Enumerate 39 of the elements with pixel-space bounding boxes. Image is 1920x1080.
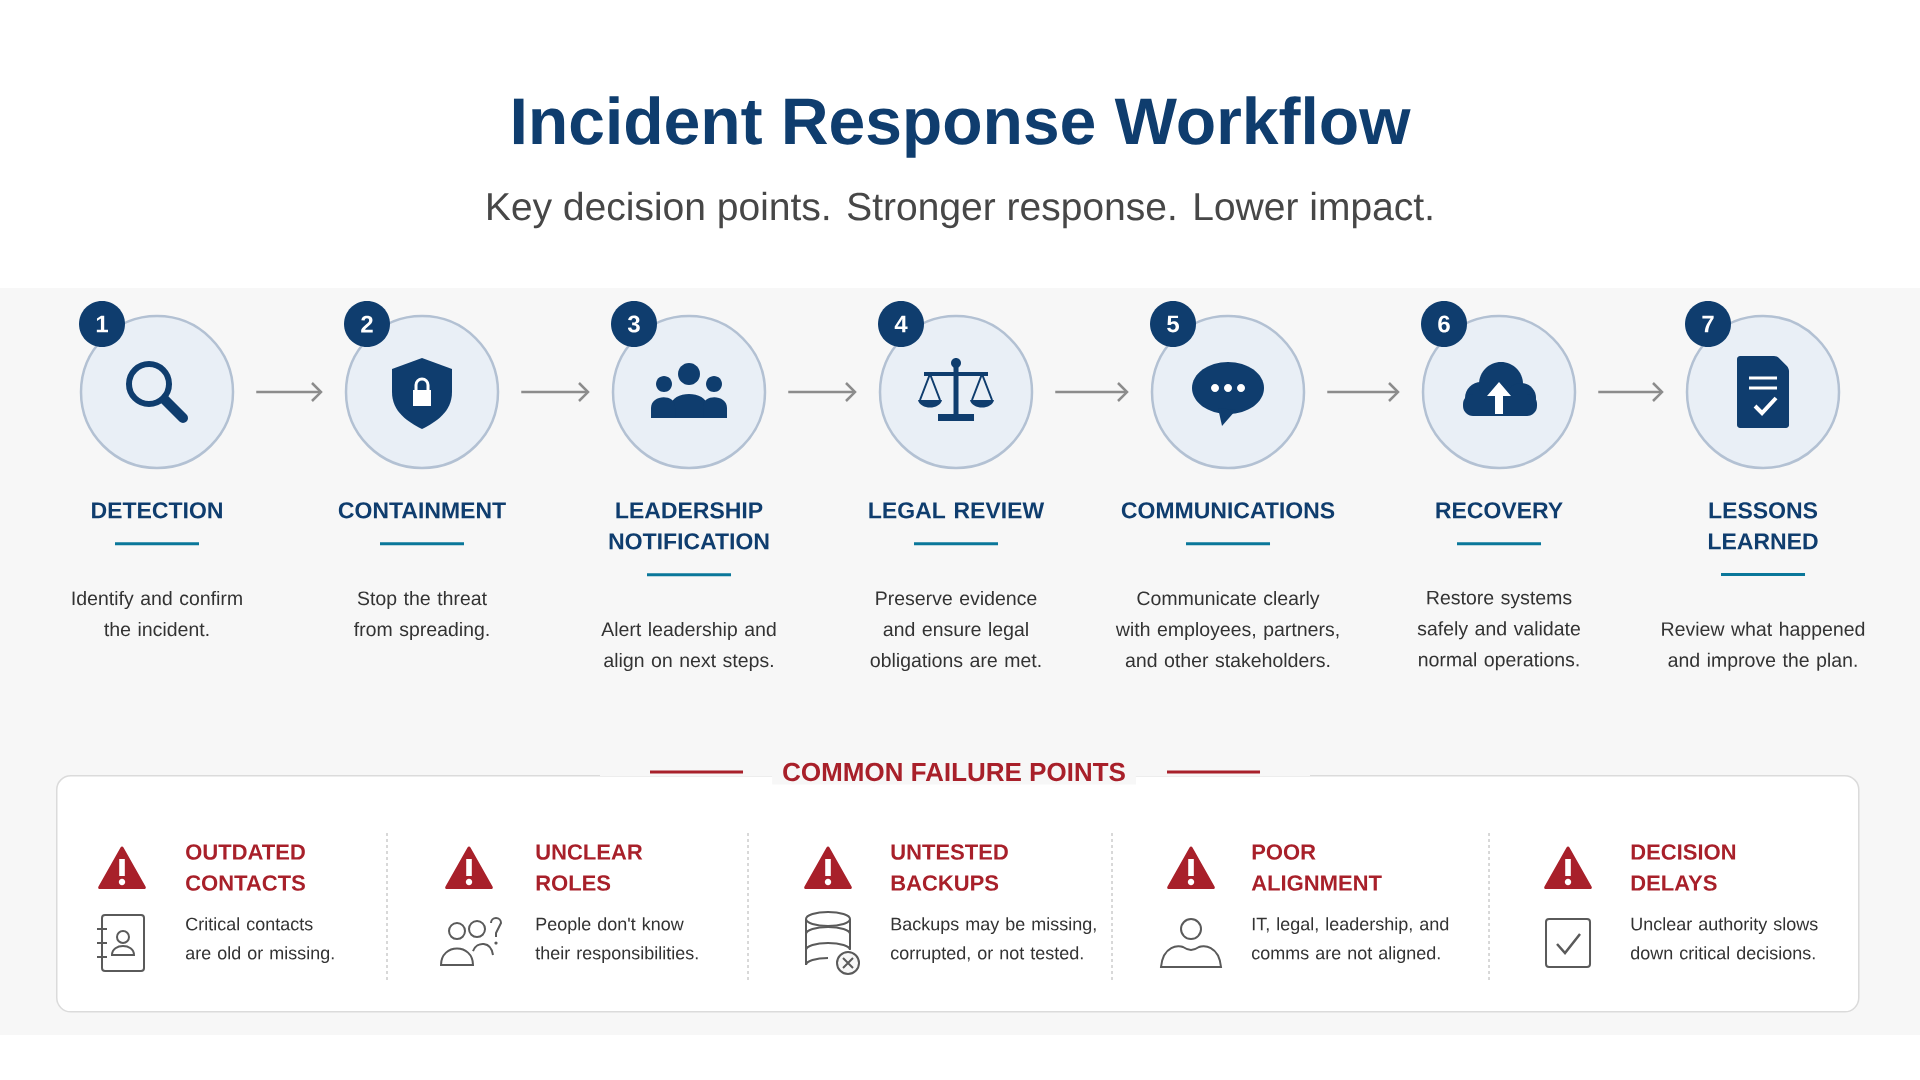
failure-description: Unclear authority slows down critical decisions. <box>1630 917 1818 960</box>
step-heading: LESSONS LEARNED <box>1708 502 1818 550</box>
failure-heading: DECISION DELAYS <box>1631 844 1736 891</box>
step-number-badge: 3 <box>611 301 657 347</box>
failure-heading: UNCLEAR ROLES <box>536 844 643 891</box>
step-number-badge: 4 <box>878 301 924 347</box>
step-number-badge: 2 <box>344 301 390 347</box>
arrow <box>256 382 323 402</box>
step-heading: LEGAL REVIEW <box>869 502 1045 519</box>
failure-heading: POOR ALIGNMENT <box>1251 844 1382 891</box>
step-number-badge: 7 <box>1685 301 1731 347</box>
step-number-badge: 5 <box>1150 301 1196 347</box>
step-description: Identify and confirm the incident. <box>72 590 242 637</box>
step-heading: CONTAINMENT <box>338 502 506 519</box>
arrow <box>1327 382 1400 402</box>
failure-heading: OUTDATED CONTACTS <box>186 844 305 891</box>
step-heading: DETECTION <box>92 502 222 519</box>
step-description: Restore systems safely and validate normal operations. <box>1417 590 1580 671</box>
failure-description: IT, legal, leadership, and comms are not aligned. <box>1252 917 1449 963</box>
step-description: Preserve evidence and ensure legal obligations are met. <box>870 590 1041 672</box>
step-heading: LEADERSHIP NOTIFICATION <box>609 502 769 550</box>
step-number-badge: 6 <box>1421 301 1467 347</box>
failure-description: Backups may be missing, corrupted, or not tested. <box>891 917 1096 963</box>
step-heading: RECOVERY <box>1436 502 1563 519</box>
failure-description: People don't know their responsibilities. <box>535 917 698 963</box>
step-heading: COMMUNICATIONS <box>1121 502 1335 519</box>
step-number-badge: 1 <box>79 301 125 347</box>
diagram-title: Incident Response Workflow <box>513 96 1411 158</box>
step-description: Stop the threat from spreading. <box>354 590 489 641</box>
failure-heading: UNTESTED BACKUPS <box>891 844 1008 891</box>
arrow <box>1598 382 1664 402</box>
step-description: Review what happened and improve the plan. <box>1662 621 1865 671</box>
failure-description: Critical contacts are old or missing. <box>185 917 334 963</box>
step-description: Communicate clearly with employees, partners, and other stakeholders. <box>1115 590 1339 668</box>
arrow <box>788 382 857 402</box>
label: Key decision points. Stronger response. Lower impact. <box>488 191 1432 229</box>
arrow <box>1055 382 1129 402</box>
step-description: Alert leadership and align on next steps. <box>601 621 776 672</box>
arrow <box>521 382 590 402</box>
